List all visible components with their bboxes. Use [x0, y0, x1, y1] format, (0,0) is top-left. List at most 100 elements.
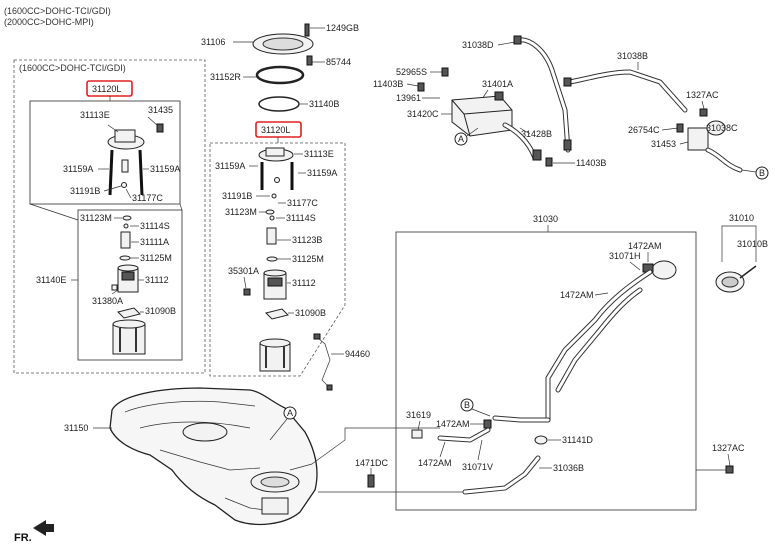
part-label-1249gb[interactable]: 1249GB	[326, 23, 359, 33]
sender-wire-harness	[313, 333, 333, 391]
part-label-1472am-mid[interactable]: 1472AM	[560, 290, 594, 300]
part-label-13961[interactable]: 13961	[396, 93, 421, 103]
part-label-31191b-left[interactable]: 31191B	[70, 186, 100, 196]
pump-flange-left	[107, 116, 164, 150]
part-label-31038d[interactable]: 31038D	[462, 40, 494, 50]
fuel-cap	[715, 265, 757, 293]
pump-parts-box-left	[77, 209, 183, 361]
part-label-31123b[interactable]: 31123B	[292, 235, 322, 245]
part-label-31071h[interactable]: 31071H	[609, 251, 641, 261]
pump-rods-left	[108, 149, 144, 196]
part-label-1327ac-bottom[interactable]: 1327AC	[712, 443, 745, 453]
part-label-31114s-center[interactable]: 31114S	[286, 213, 316, 223]
part-label-31010b[interactable]: 31010B	[737, 239, 768, 249]
evap-canister	[451, 91, 513, 137]
engine-variant-line-2: (2000CC>DOHC-MPI)	[4, 17, 94, 27]
part-label-31112-left[interactable]: 31112	[145, 275, 169, 285]
gasket-center	[265, 308, 289, 320]
part-label-31106[interactable]: 31106	[201, 37, 225, 47]
part-label-35301a[interactable]: 35301A	[228, 266, 259, 276]
part-label-31113e-left[interactable]: 31113E	[80, 110, 110, 120]
callout-a-upper	[454, 132, 468, 146]
filler-neck-inlet	[642, 260, 677, 280]
left-box-title: (1600CC>DOHC-TCI/GDI)	[19, 63, 126, 73]
part-label-1327ac-top[interactable]: 1327AC	[686, 90, 719, 100]
part-label-31420c[interactable]: 31420C	[407, 109, 439, 119]
part-label-31150[interactable]: 31150	[64, 423, 88, 433]
part-label-31123m-center[interactable]: 31123M	[225, 207, 257, 217]
part-label-31111a[interactable]: 31111A	[140, 237, 169, 247]
fuel-filter-part-center	[266, 227, 277, 245]
part-label-11403b-top[interactable]: 11403B	[373, 79, 403, 89]
part-label-31191b-center[interactable]: 31191B	[222, 191, 252, 201]
part-label-52965s[interactable]: 52965S	[396, 67, 427, 77]
part-label-1472am-top[interactable]: 1472AM	[628, 241, 662, 251]
part-label-31090b-left[interactable]: 31090B	[145, 306, 176, 316]
part-label-31453[interactable]: 31453	[651, 139, 676, 149]
o-ring	[258, 96, 300, 112]
callout-b-right	[755, 166, 769, 180]
callout-a-lower	[283, 406, 297, 420]
part-label-94460[interactable]: 94460	[345, 349, 370, 359]
engine-variant-line-1: (1600CC>DOHC-TCI/GDI)	[4, 6, 111, 16]
part-label-31159a-left-2[interactable]: 31159A	[150, 164, 180, 174]
callout-b-lower-label: B	[464, 400, 470, 410]
front-direction-indicator	[33, 520, 54, 536]
canister-filter	[687, 120, 726, 151]
part-label-31038c[interactable]: 31038C	[706, 123, 738, 133]
gasket-left	[117, 307, 141, 319]
part-label-26754c[interactable]: 26754C	[628, 125, 660, 135]
callout-a-lower-label: A	[287, 408, 293, 418]
part-label-31125m-center[interactable]: 31125M	[292, 254, 324, 264]
part-label-31112-center[interactable]: 31112	[292, 278, 316, 288]
fuel-filter-part-left	[120, 231, 131, 249]
fuel-pump-motor-left	[117, 264, 139, 293]
part-label-31010[interactable]: 31010	[729, 213, 754, 223]
center-pump-outline	[209, 142, 346, 377]
part-label-31152r[interactable]: 31152R	[210, 72, 241, 82]
pump-flange-center	[258, 147, 294, 162]
part-label-31090b-center[interactable]: 31090B	[295, 308, 326, 318]
part-label-31036b[interactable]: 31036B	[553, 463, 584, 473]
part-label-31038b[interactable]: 31038B	[617, 51, 648, 61]
filler-neck-box	[395, 231, 697, 511]
pump-reservoir-left	[112, 319, 146, 355]
part-label-31159a-left-1[interactable]: 31159A	[63, 164, 93, 174]
part-label-1471dc[interactable]: 1471DC	[355, 458, 389, 468]
part-label-31114s-left[interactable]: 31114S	[140, 221, 170, 231]
part-label-11403b-bottom[interactable]: 11403B	[576, 158, 606, 168]
left-variant-box	[13, 59, 206, 374]
part-label-31030[interactable]: 31030	[533, 214, 558, 224]
part-label-31159a-center-1[interactable]: 31159A	[215, 161, 245, 171]
part-label-1472am-bottom[interactable]: 1472AM	[418, 458, 452, 468]
part-label-31125m-left[interactable]: 31125M	[140, 253, 172, 263]
pump-cover-plate	[252, 33, 314, 55]
part-label-31159a-center-2[interactable]: 31159A	[307, 168, 337, 178]
part-label-31140b[interactable]: 31140B	[309, 99, 339, 109]
part-label-31120l-center[interactable]: 31120L	[261, 125, 290, 135]
part-label-31380a[interactable]: 31380A	[92, 296, 123, 306]
fuel-pump-motor-center	[263, 269, 287, 300]
part-label-31123m-left[interactable]: 31123M	[80, 213, 112, 223]
part-label-31177c-left[interactable]: 31177C	[132, 193, 163, 203]
callout-b-right-label: B	[759, 168, 765, 178]
part-label-31113e-center[interactable]: 31113E	[304, 149, 334, 159]
highlight-31120l-center	[255, 121, 302, 138]
callout-b-lower	[460, 398, 474, 412]
front-direction-label: FR.	[14, 532, 32, 544]
part-label-31120l-left[interactable]: 31120L	[92, 84, 121, 94]
part-label-31619[interactable]: 31619	[406, 410, 431, 420]
part-label-31071v[interactable]: 31071V	[462, 462, 493, 472]
highlight-31120l-left	[86, 80, 133, 97]
part-label-31428b[interactable]: 31428B	[521, 129, 552, 139]
part-label-31435[interactable]: 31435	[148, 105, 173, 115]
part-label-85744[interactable]: 85744	[326, 57, 351, 67]
part-label-31177c-center[interactable]: 31177C	[287, 198, 318, 208]
pump-rods-center	[260, 162, 294, 190]
part-label-1472am-left[interactable]: 1472AM	[436, 419, 470, 429]
part-label-31141d[interactable]: 31141D	[562, 435, 593, 445]
callout-a-upper-label: A	[458, 134, 464, 144]
part-label-31140e[interactable]: 31140E	[36, 275, 66, 285]
lock-ring	[255, 65, 305, 85]
part-label-31401a[interactable]: 31401A	[482, 79, 513, 89]
